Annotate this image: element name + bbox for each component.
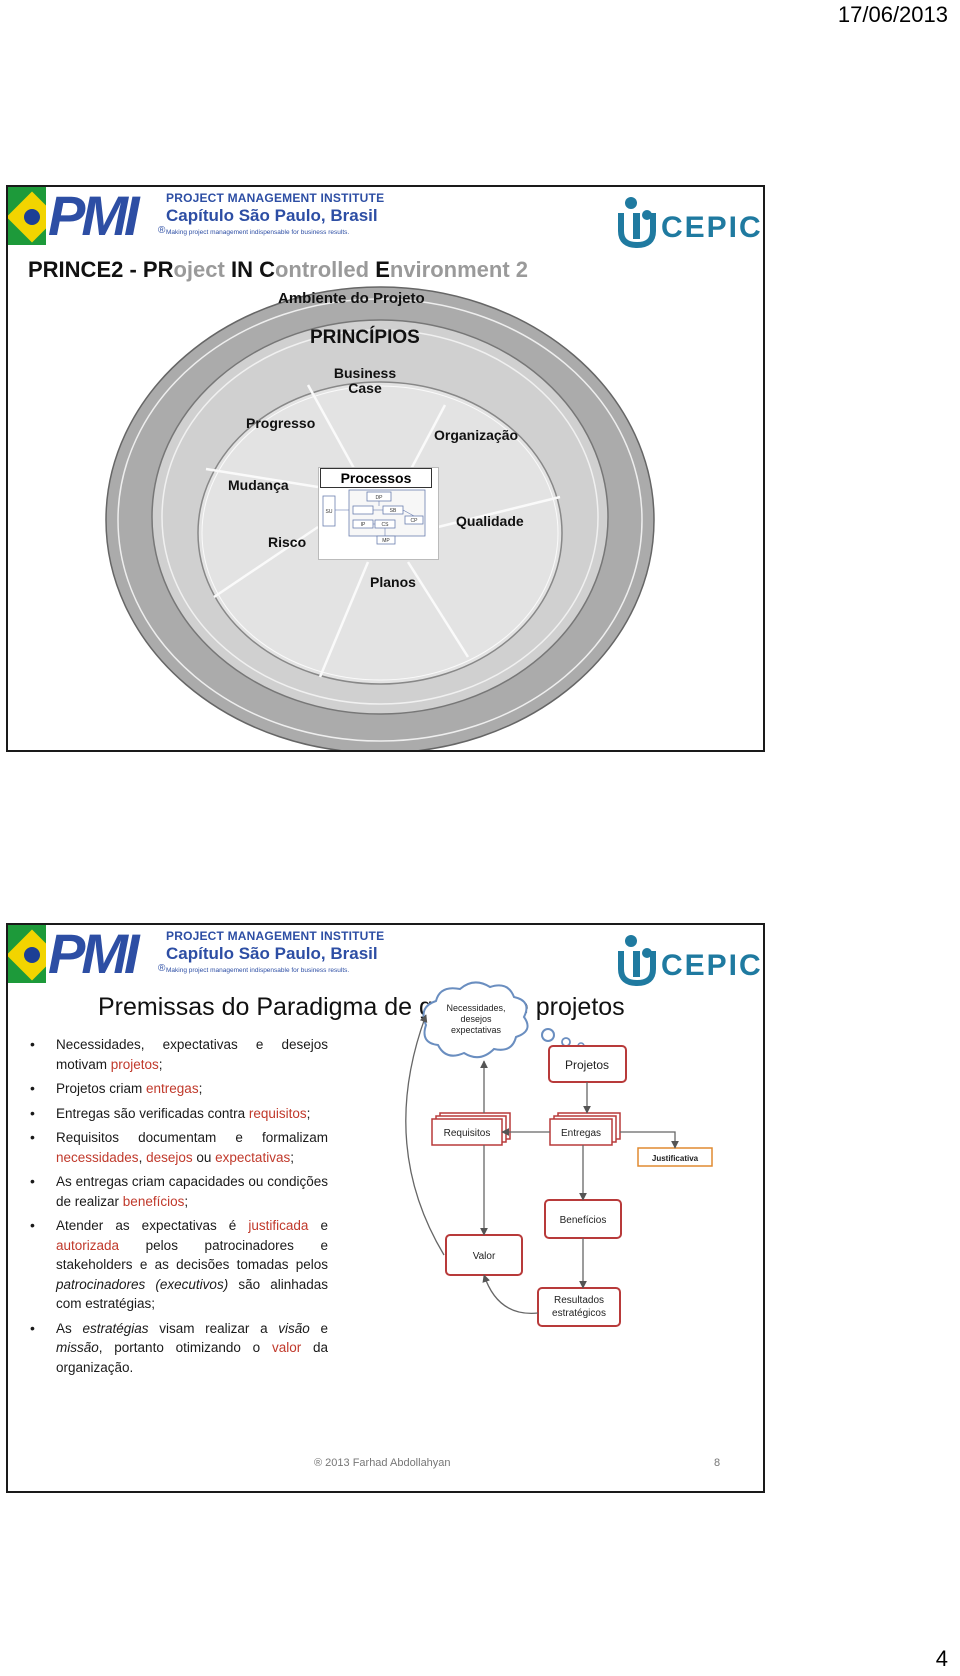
svg-text:Projetos: Projetos [565, 1058, 609, 1072]
pmi-chapter: Capítulo São Paulo, Brasil [166, 206, 378, 225]
footer-author: ® 2013 Farhad Abdollahyan [314, 1457, 451, 1469]
cepic-emblem-icon [618, 197, 656, 249]
principios-label: PRINCÍPIOS [310, 327, 420, 348]
box-beneficios: Benefícios [544, 1199, 622, 1239]
box-valor: Valor [445, 1234, 523, 1276]
svg-text:SB: SB [390, 508, 397, 514]
bullet-item: As entregas criam capacidades ou condiçõ… [28, 1172, 328, 1211]
slide-prince2: PMI ® PROJECT MANAGEMENT INSTITUTE Capít… [6, 185, 765, 752]
svg-text:IP: IP [361, 522, 366, 528]
footer-slide-number: 8 [714, 1457, 721, 1469]
svg-text:Requisitos: Requisitos [444, 1128, 491, 1139]
bullet-item: Necessidades, expectativas e desejos mot… [28, 1035, 328, 1074]
svg-text:Resultados: Resultados [554, 1295, 604, 1306]
cepic-emblem-icon [618, 935, 656, 987]
box-projetos: Projetos [548, 1045, 627, 1083]
svg-text:Justificativa: Justificativa [652, 1154, 699, 1163]
cepic-logo: CEPIC [617, 195, 761, 251]
pmi-letters: PMI [48, 185, 140, 247]
pmi-letters: PMI [48, 923, 140, 985]
slide2-title: Premissas do Paradigma de gestão de proj… [98, 993, 625, 1021]
svg-text:Entregas: Entregas [561, 1128, 601, 1139]
pmi-institute: PROJECT MANAGEMENT INSTITUTE [166, 191, 385, 205]
brazil-flag-icon [8, 925, 46, 983]
bullet-item: Entregas são verificadas contra requisit… [28, 1104, 328, 1124]
svg-text:MP: MP [382, 538, 390, 544]
svg-text:Benefícios: Benefícios [560, 1215, 607, 1226]
pmi-tagline: Making project management indispensable … [166, 967, 350, 974]
box-justificativa: Justificativa [637, 1147, 713, 1167]
pmi-chapter: Capítulo São Paulo, Brasil [166, 944, 378, 963]
svg-text:Necessidades,: Necessidades, [446, 1003, 505, 1013]
principle-business-case: Business Case [333, 365, 397, 396]
svg-text:desejos: desejos [460, 1014, 492, 1024]
box-resultados: Resultados estratégicos [537, 1287, 621, 1327]
svg-text:SU: SU [326, 509, 333, 515]
outer-ring-label: Ambiente do Projeto [278, 290, 425, 307]
box-entregas: Entregas [549, 1112, 621, 1146]
bullet-item: Atender as expectativas é justificada e … [28, 1216, 328, 1314]
principle-qualidade: Qualidade [456, 513, 524, 529]
svg-text:Valor: Valor [473, 1251, 496, 1262]
principle-planos: Planos [370, 574, 416, 590]
brazil-flag-icon [8, 187, 46, 245]
pmi-tagline: Making project management indispensable … [166, 229, 350, 236]
cepic-wordmark: CEPIC [661, 949, 763, 982]
page-date: 17/06/2013 [837, 2, 948, 27]
svg-text:estratégicos: estratégicos [552, 1308, 606, 1319]
box-requisitos: Requisitos [431, 1112, 511, 1146]
principle-risco: Risco [268, 534, 307, 550]
svg-text:CP: CP [411, 518, 419, 524]
principle-progresso: Progresso [246, 415, 316, 431]
bullet-item: Projetos criam entregas; [28, 1079, 328, 1099]
bullet-item: Requisitos documentam e formalizam neces… [28, 1128, 328, 1167]
processos-label: Processos [320, 468, 432, 488]
process-model-icon: SU DP IP CS SB MP CP [322, 489, 426, 545]
principle-mudanca: Mudança [228, 477, 289, 493]
diagram-arrows [405, 1014, 679, 1314]
bullet-item: As estratégias visam realizar a visão e … [28, 1319, 328, 1378]
principle-organizacao: Organização [434, 427, 519, 443]
slide-premissas: PMI ® PROJECT MANAGEMENT INSTITUTE Capít… [6, 923, 765, 1493]
principle-dividers [205, 384, 561, 678]
cloud-needs: Necessidades, desejos expectativas [422, 981, 585, 1059]
svg-text:expectativas: expectativas [451, 1025, 502, 1035]
cepic-wordmark: CEPIC [661, 211, 763, 244]
pmi-institute: PROJECT MANAGEMENT INSTITUTE [166, 929, 385, 943]
svg-text:DP: DP [376, 495, 384, 501]
slide1-title: PRINCE2 - PRoject IN Controlled Environm… [28, 257, 529, 282]
paradigm-diagram: Necessidades, desejos expectativas Proje… [405, 981, 713, 1327]
page-number: 4 [935, 1646, 948, 1671]
svg-text:CS: CS [382, 522, 390, 528]
premissas-list: Necessidades, expectativas e desejos mot… [28, 1035, 328, 1382]
cepic-logo: CEPIC [617, 933, 761, 989]
